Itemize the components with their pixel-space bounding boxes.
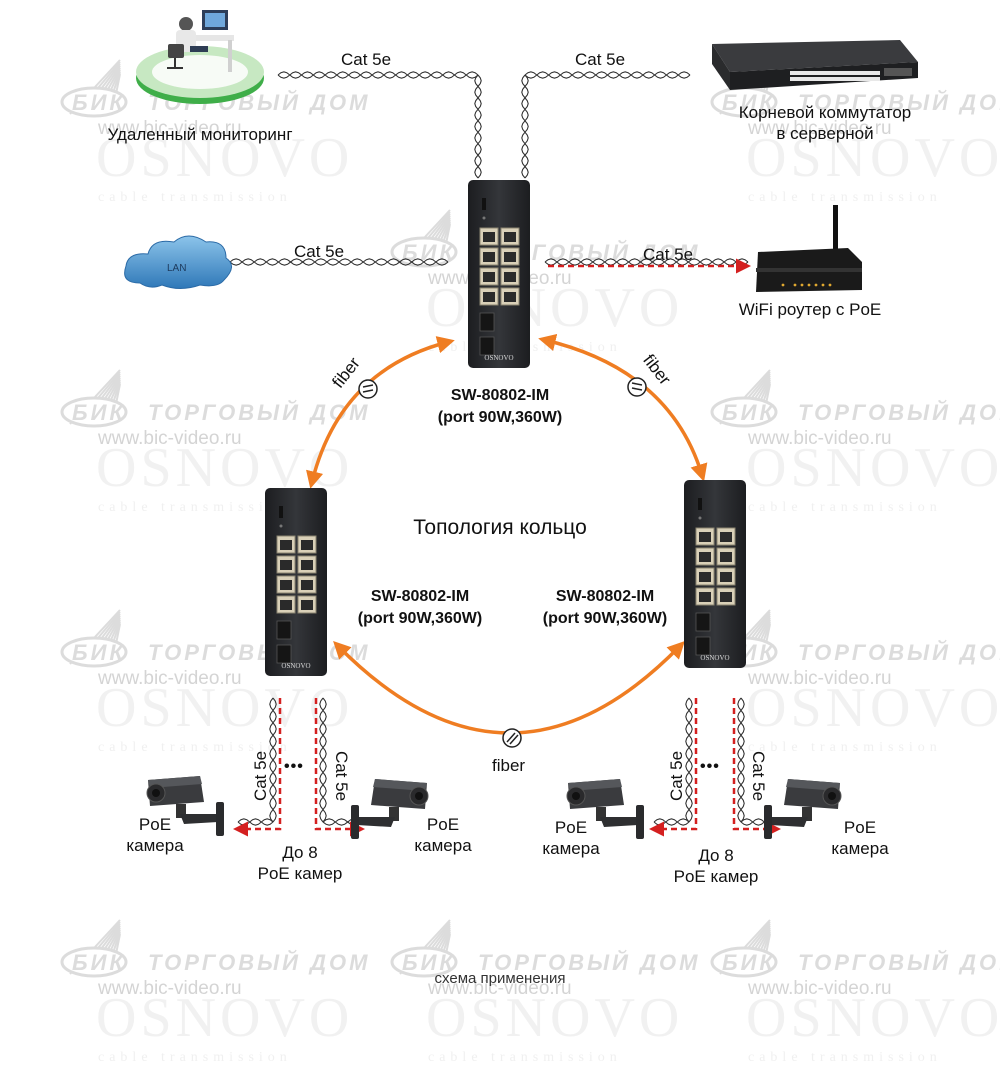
poe-arrow-left-a: [233, 698, 282, 837]
sfp-port: [695, 612, 711, 632]
bik-logo-icon: [60, 59, 128, 118]
sfp-port: [276, 620, 292, 640]
lan-label: LAN: [167, 263, 187, 274]
camera-3-label-line2: камера: [542, 839, 600, 858]
cat5e-label-right-b: Cat 5e: [749, 750, 769, 802]
fiber-link-top-right: [538, 333, 708, 482]
switch-top-model: SW-80802-IM: [450, 387, 550, 404]
camera-4-label-line1: PoE: [843, 818, 877, 837]
poe-cameras: [146, 776, 842, 839]
cable-monitoring-v: [474, 74, 482, 179]
camera-1-label-line1: PoE: [138, 815, 172, 834]
camera-1-label-line2: камера: [126, 836, 184, 855]
diagram-canvas: OSNOVO OSNOVO OSNOVO: [124, 10, 918, 839]
cable-right-b-v: [737, 697, 745, 823]
switch-right-spec: (port 90W,360W): [542, 610, 668, 627]
camera-4: [764, 779, 842, 839]
cable-root-v: [521, 74, 529, 179]
cat5e-cables: [229, 71, 777, 826]
fiber-symbol-left: [358, 379, 378, 399]
switch-left-model: SW-80802-IM: [370, 588, 470, 605]
bik-logo-icon: [710, 369, 778, 428]
switch-left: OSNOVO: [265, 488, 327, 676]
cat5e-label-left-a: Cat 5e: [251, 750, 271, 802]
cable-left-b-v: [319, 697, 327, 823]
remote-monitoring-label: Удаленный мониторинг: [107, 125, 293, 144]
camera-group-left-line1: До 8: [282, 843, 318, 862]
fiber-link-bottom: [333, 640, 685, 735]
poe-arrow-left-b: [314, 698, 365, 837]
root-switch-label-line1: Корневой коммутатор: [738, 103, 912, 122]
ellipsis-left: •••: [284, 758, 304, 775]
bik-logo-icon: [60, 919, 128, 978]
cable-root-h: [524, 71, 691, 79]
camera-2-label-line2: камера: [414, 836, 472, 855]
camera-2: [351, 779, 429, 839]
sfp-port: [479, 312, 495, 332]
camera-3-label-line1: PoE: [554, 818, 588, 837]
wifi-router-label: WiFi роутер с PoE: [738, 300, 882, 319]
fiber-symbol-bottom: [502, 728, 522, 748]
sfp-port: [695, 636, 711, 656]
sfp-port: [276, 644, 292, 664]
osnovo-sub-watermark: cable transmission: [98, 1050, 292, 1065]
cable-left-a-v: [269, 697, 277, 823]
workstation-icon: [136, 10, 264, 104]
cable-left-a-h: [237, 818, 274, 826]
cable-router: [544, 258, 749, 266]
poe-arrow-right-a: [649, 698, 698, 837]
osnovo-sub-watermark: cable transmission: [428, 1050, 622, 1065]
rack-switch-icon: [712, 40, 918, 90]
cat5e-label-left-b: Cat 5e: [332, 750, 352, 802]
router-icon: [756, 205, 862, 292]
osnovo-brand-label: OSNOVO: [700, 654, 729, 662]
camera-group-left-line2: PoE камер: [257, 864, 343, 883]
cat5e-label-monitoring: Cat 5e: [341, 50, 392, 69]
poe-power-arrows: [233, 258, 781, 837]
switch-left-spec: (port 90W,360W): [357, 610, 483, 627]
bik-logo-icon: [60, 609, 128, 668]
camera-group-right-line1: До 8: [698, 846, 734, 865]
cable-monitoring-h: [277, 71, 479, 79]
cable-right-a-h: [653, 818, 690, 826]
fiber-label-bottom: fiber: [492, 756, 526, 775]
bik-logo-icon: [390, 919, 458, 978]
diagram-caption: схема применения: [434, 970, 566, 987]
switch-top-spec: (port 90W,360W): [437, 409, 563, 426]
cable-right-a-v: [685, 697, 693, 823]
switch-right: OSNOVO: [684, 480, 746, 668]
camera-4-label-line2: камера: [831, 839, 889, 858]
topology-title: Топология кольцо: [413, 516, 587, 539]
ring-switches: OSNOVO OSNOVO OSNOVO: [265, 180, 746, 676]
cat5e-label-root: Cat 5e: [575, 50, 626, 69]
bik-logo-icon: [60, 369, 128, 428]
osnovo-brand-label: OSNOVO: [281, 662, 310, 670]
switch-right-model: SW-80802-IM: [555, 588, 655, 605]
osnovo-brand-label: OSNOVO: [484, 354, 513, 362]
bik-logo-icon: [710, 919, 778, 978]
camera-group-right-line2: PoE камер: [673, 867, 759, 886]
cloud-icon: [124, 235, 232, 289]
osnovo-sub-watermark: cable transmission: [748, 1050, 942, 1065]
cat5e-label-right-a: Cat 5e: [667, 750, 687, 802]
switch-top: OSNOVO: [468, 180, 530, 368]
cat5e-label-lan: Cat 5e: [294, 242, 345, 261]
camera-2-label-line1: PoE: [426, 815, 460, 834]
camera-1: [146, 776, 224, 836]
camera-3: [566, 779, 644, 839]
fiber-symbol-right: [627, 377, 647, 397]
cable-lan: [229, 258, 449, 266]
cat5e-label-router: Cat 5e: [643, 245, 694, 264]
ellipsis-right: •••: [700, 758, 720, 775]
poe-arrow-right-b: [732, 698, 781, 837]
root-switch-label-line2: в серверной: [776, 124, 874, 143]
sfp-port: [479, 336, 495, 356]
